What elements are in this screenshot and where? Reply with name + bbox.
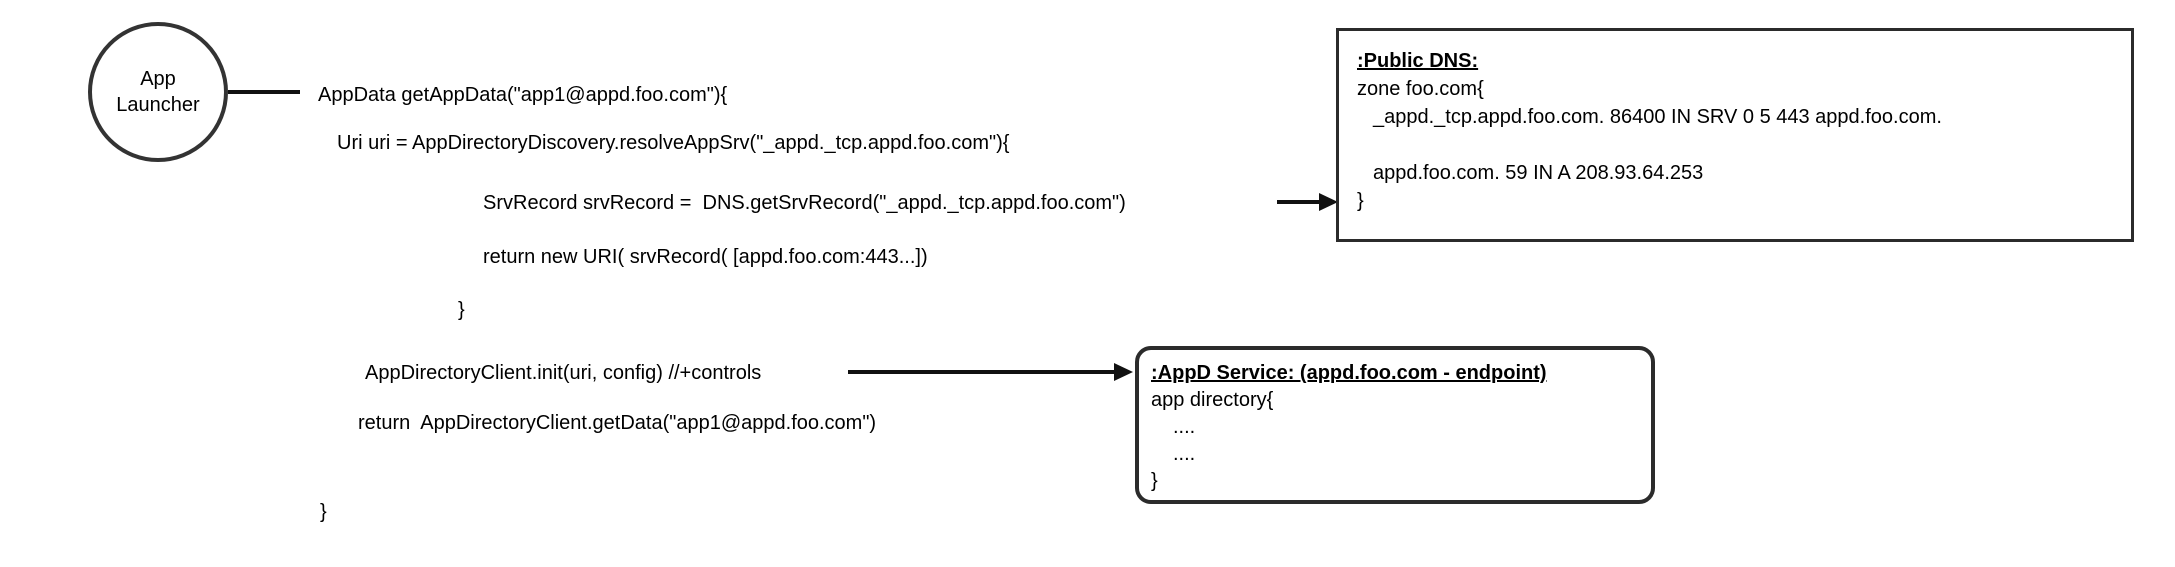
dns-zone-open-line: zone foo.com{ — [1357, 78, 1484, 100]
dns-srv-record-line: _appd._tcp.appd.foo.com. 86400 IN SRV 0 … — [1373, 106, 1942, 128]
appd-init-arrow-head-icon — [1114, 363, 1133, 381]
dns-a-record-line: appd.foo.com. 59 IN A 208.93.64.253 — [1373, 162, 1704, 184]
code-line-getappdata: AppData getAppData("app1@appd.foo.com"){ — [318, 84, 728, 106]
app-launcher-node: App Launcher — [88, 22, 228, 162]
appd-dots-line-1: .... — [1173, 416, 1196, 438]
code-line-outer-close-brace: } — [320, 501, 327, 523]
appd-service-box: :AppD Service: (appd.foo.com - endpoint)… — [1135, 346, 1655, 504]
launcher-connector-line — [228, 90, 300, 94]
code-line-resolveappsrv: Uri uri = AppDirectoryDiscovery.resolveA… — [337, 132, 1010, 154]
dns-zone-close-line: } — [1357, 190, 1364, 212]
appd-dots-line-2: .... — [1173, 443, 1196, 465]
appd-init-arrow-line — [848, 370, 1116, 374]
code-line-return-new-uri: return new URI( srvRecord( [appd.foo.com… — [483, 246, 928, 268]
app-launcher-label-line2: Launcher — [116, 94, 200, 116]
srv-lookup-arrow-head-icon — [1319, 193, 1338, 211]
app-launcher-label-line1: App — [140, 68, 176, 90]
appd-directory-open-line: app directory{ — [1151, 389, 1274, 411]
appd-directory-close-line: } — [1151, 470, 1158, 492]
public-dns-box-title: :Public DNS: — [1357, 50, 1479, 72]
dns-blank-line — [1357, 131, 2113, 159]
srv-lookup-arrow-line — [1277, 200, 1321, 204]
code-line-client-init: AppDirectoryClient.init(uri, config) //+… — [365, 362, 762, 384]
code-line-getsrvrecord: SrvRecord srvRecord = DNS.getSrvRecord("… — [483, 192, 1126, 214]
code-line-return-getdata: return AppDirectoryClient.getData("app1@… — [358, 412, 877, 434]
public-dns-box: :Public DNS: zone foo.com{ _appd._tcp.ap… — [1336, 28, 2134, 242]
appd-service-box-title: :AppD Service: (appd.foo.com - endpoint) — [1151, 362, 1547, 384]
code-line-inner-close-brace: } — [458, 299, 465, 321]
